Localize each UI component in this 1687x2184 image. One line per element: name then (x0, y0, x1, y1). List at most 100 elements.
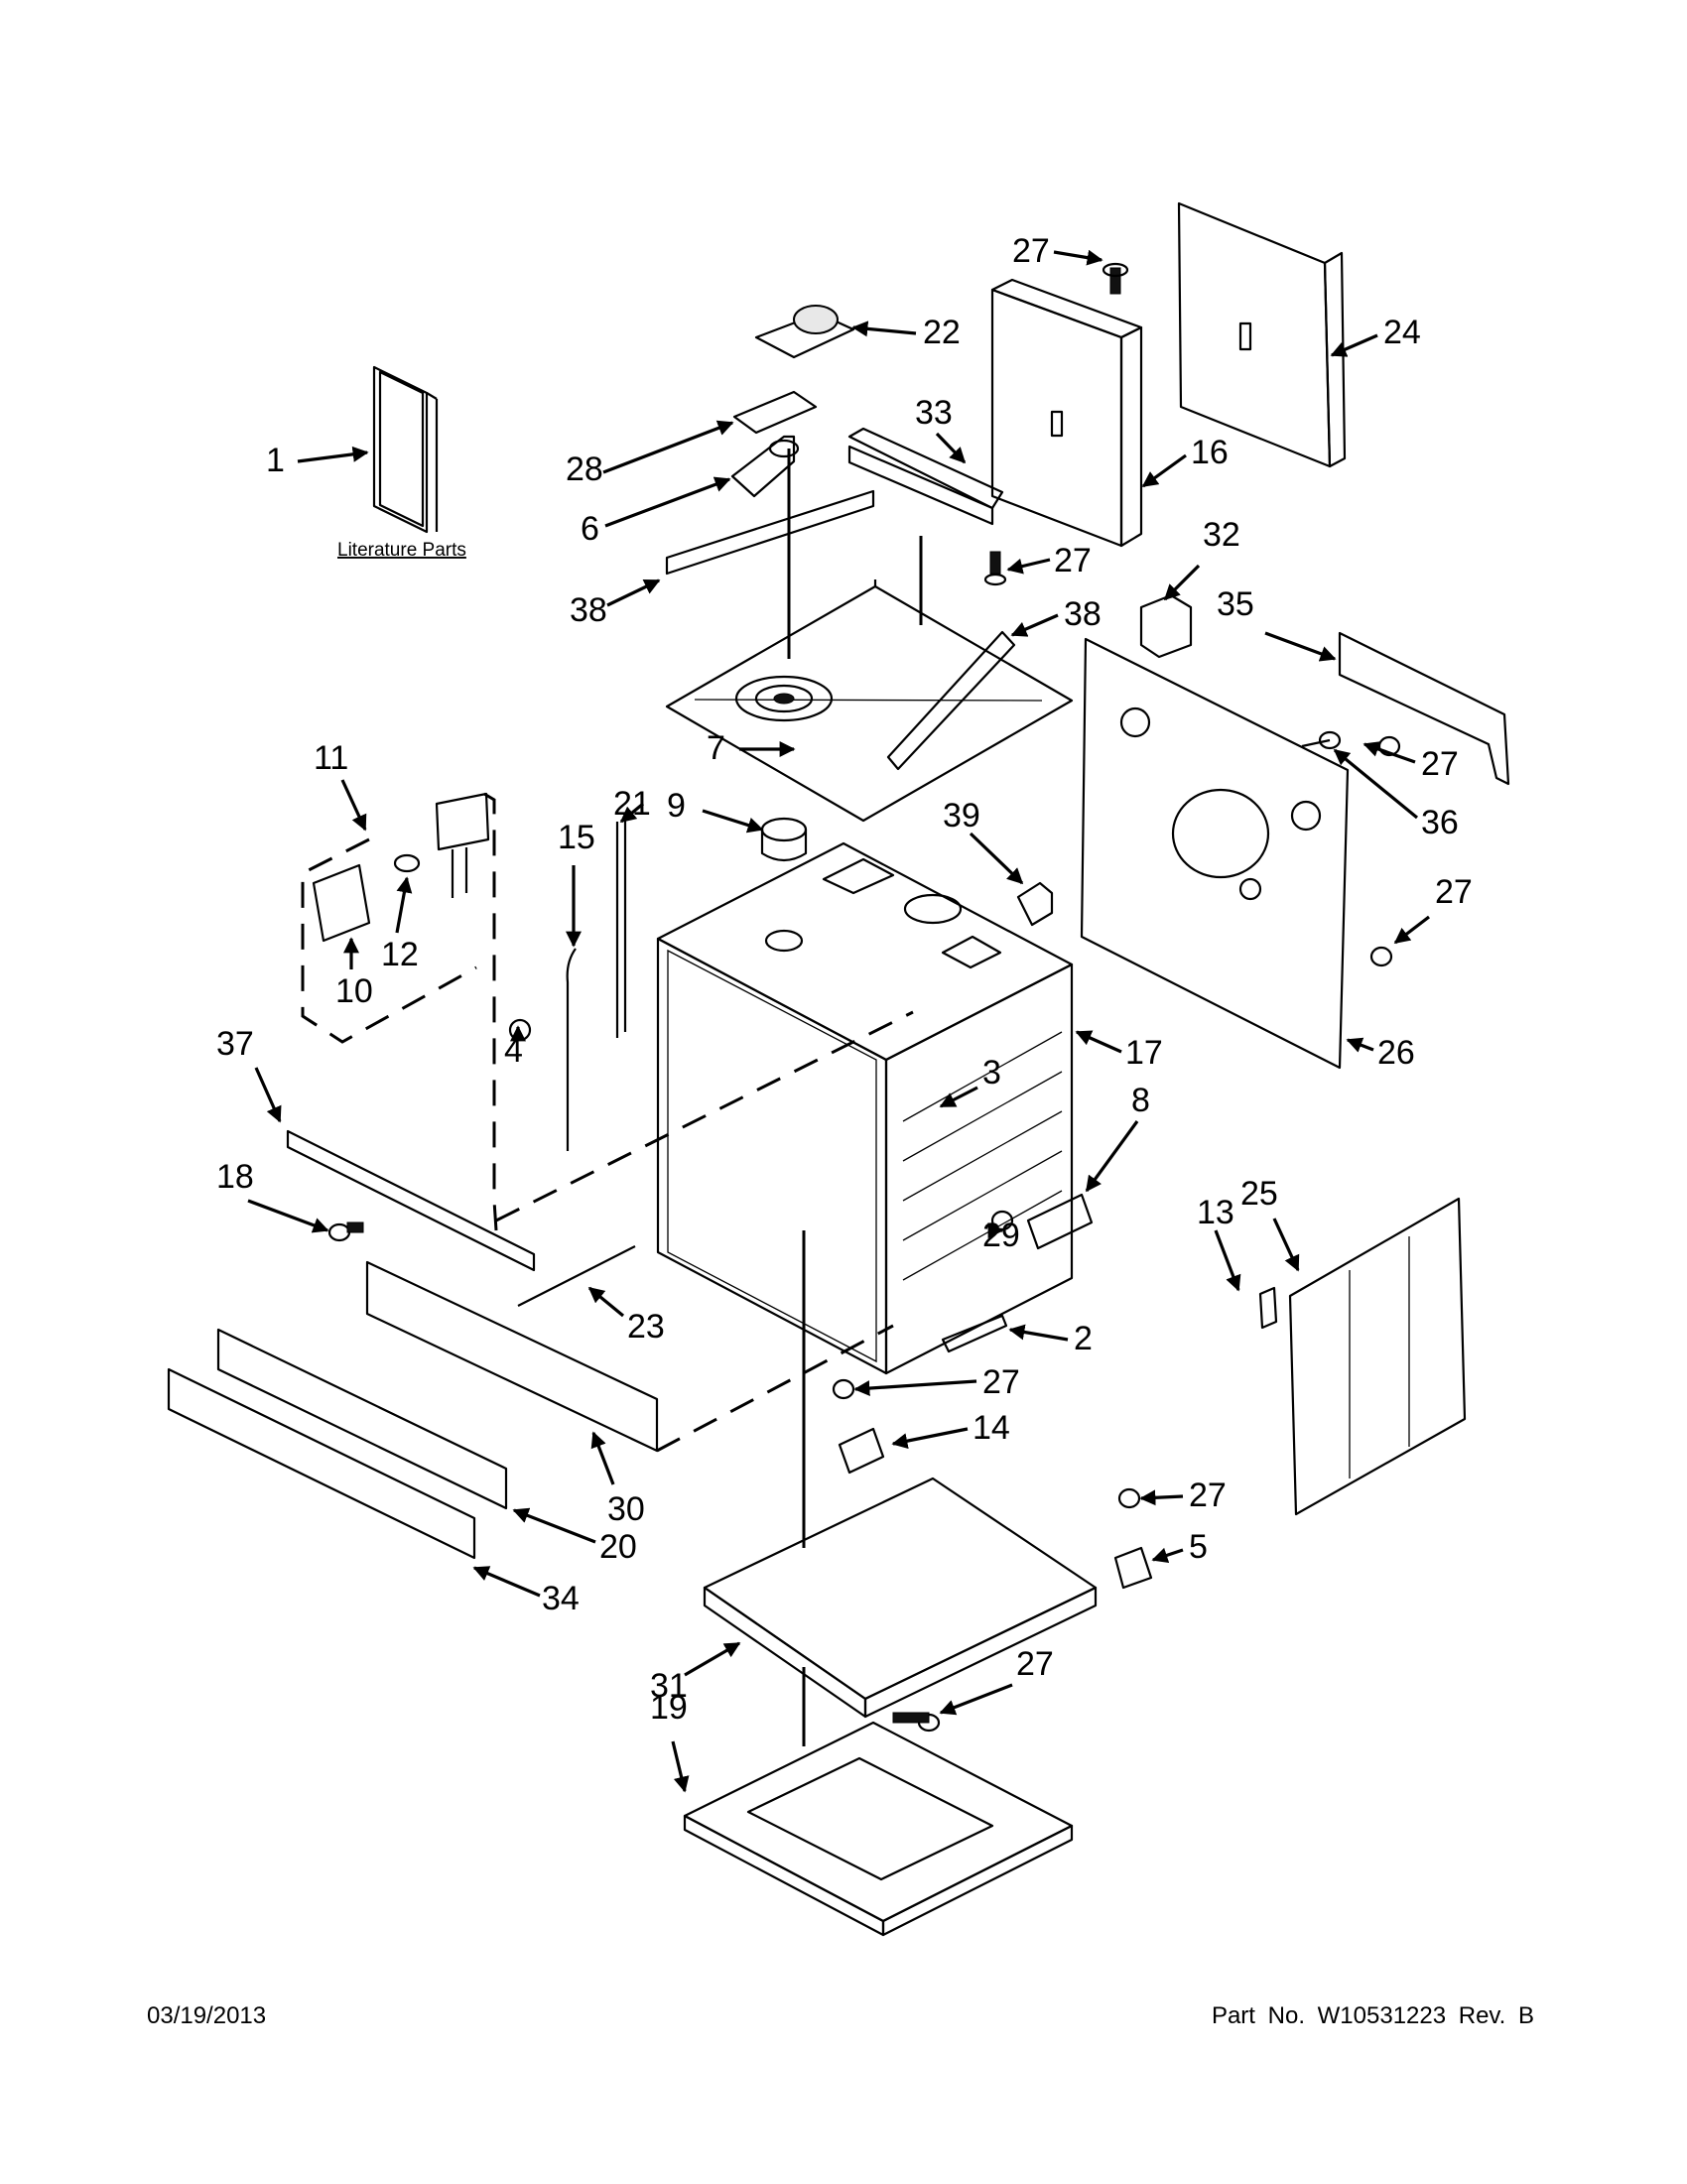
panel-34 (167, 1367, 476, 1560)
leader-arrow-8 (1085, 1120, 1139, 1193)
leader-arrow-27 (1053, 249, 1103, 266)
leader-arrow-31 (684, 1641, 741, 1677)
bottom-plate-31 (703, 1477, 1098, 1719)
callout-34: 34 (542, 1580, 580, 1617)
callout-labels: 1234567891011121314151617181920212223242… (216, 232, 1473, 1727)
rear-panel-24 (1177, 201, 1347, 468)
bottom-tray-19 (683, 1721, 1074, 1937)
leader-arrow-34 (472, 1566, 541, 1598)
leader-arrow-39 (969, 832, 1024, 885)
leader-lines (247, 249, 1430, 1793)
callout-27: 27 (1435, 873, 1473, 911)
callout-10: 10 (335, 972, 373, 1010)
part-36 (1301, 730, 1342, 750)
side-panel-25 (1288, 1197, 1467, 1516)
callout-37: 37 (216, 1025, 254, 1063)
leader-arrow-2 (1008, 1324, 1069, 1342)
strip-21 (615, 816, 627, 1038)
callout-7: 7 (707, 729, 725, 767)
callout-6: 6 (581, 510, 599, 548)
callout-16: 16 (1191, 434, 1229, 471)
dash-connector-bottom (495, 1010, 914, 1222)
leader-arrow-26 (1346, 1037, 1374, 1053)
leader-arrow-3 (939, 1086, 978, 1108)
leader-arrow-27 (939, 1683, 1013, 1716)
leader-arrow-1 (297, 446, 369, 463)
callout-4: 4 (504, 1032, 523, 1070)
wire-23 (517, 1245, 636, 1307)
callout-25: 25 (1240, 1175, 1278, 1213)
footer-date: 03/19/2013 (147, 2002, 267, 2029)
leader-arrow-38 (1010, 613, 1059, 637)
leader-arrow-35 (1264, 631, 1337, 662)
literature-booklet (372, 365, 439, 534)
light-assembly-group (301, 792, 498, 1231)
panel-20 (216, 1328, 508, 1510)
leader-arrow-19 (671, 1740, 690, 1793)
leader-arrow-27 (853, 1379, 977, 1397)
screw-27-mid (983, 551, 1007, 586)
leader-arrow-25 (1272, 1218, 1300, 1272)
screw-18 (327, 1221, 364, 1242)
leader-arrow-11 (340, 779, 367, 832)
part-39 (1016, 881, 1054, 927)
leader-arrow-21 (619, 802, 645, 824)
footer-part-number: Part No. W10531223 Rev. B (1211, 2002, 1534, 2029)
callout-8: 8 (1131, 1082, 1150, 1119)
leader-arrow-24 (1330, 333, 1378, 357)
oven-cavity (656, 841, 1074, 1375)
leader-arrow-16 (1141, 453, 1187, 488)
callout-9: 9 (667, 787, 686, 825)
bracket-2 (941, 1314, 1008, 1353)
leader-arrow-6 (604, 476, 731, 528)
top-plate (665, 579, 1074, 823)
leader-arrow-20 (512, 1507, 596, 1544)
callout-5: 5 (1189, 1528, 1208, 1566)
callout-12: 12 (381, 936, 419, 973)
callout-32: 32 (1203, 516, 1240, 554)
leader-arrow-9 (702, 809, 764, 834)
rail-left (665, 489, 875, 576)
bracket-28 (732, 390, 818, 435)
callout-11: 11 (314, 739, 348, 777)
bracket-35 (1338, 631, 1510, 786)
callout-27: 27 (1016, 1645, 1054, 1683)
callout-20: 20 (599, 1528, 637, 1566)
side-panel-16 (990, 278, 1143, 548)
leader-arrow-17 (1075, 1030, 1122, 1054)
rail-right (886, 630, 1016, 771)
fan-assembly-9 (760, 817, 808, 862)
screw-27-lower (832, 1378, 1141, 1509)
callout-39: 39 (943, 797, 980, 835)
callout-14: 14 (973, 1409, 1010, 1447)
leader-arrow-27 (1139, 1489, 1184, 1506)
callout-28: 28 (566, 450, 603, 488)
leader-arrow-30 (590, 1431, 615, 1485)
leader-arrow-33 (935, 432, 967, 464)
callout-18: 18 (216, 1158, 254, 1196)
callout-26: 26 (1377, 1034, 1415, 1072)
callout-24: 24 (1383, 314, 1421, 351)
callout-3: 3 (982, 1054, 1001, 1092)
callout-13: 13 (1197, 1194, 1234, 1231)
leader-arrow-27 (1006, 558, 1051, 575)
callout-35: 35 (1217, 585, 1254, 623)
callout-1: 1 (266, 442, 285, 479)
leader-arrow-22 (851, 321, 917, 337)
callout-36: 36 (1421, 804, 1459, 841)
leader-arrow-5 (1151, 1547, 1184, 1564)
callout-31: 31 (650, 1667, 688, 1705)
callout-22: 22 (923, 314, 961, 351)
callout-30: 30 (607, 1490, 645, 1528)
callout-15: 15 (558, 819, 595, 856)
leader-arrow-32 (1163, 564, 1201, 601)
callout-27: 27 (1012, 232, 1050, 270)
callout-29: 29 (982, 1217, 1020, 1254)
motor-assembly-22 (754, 305, 855, 359)
callout-2: 2 (1074, 1320, 1093, 1357)
leader-arrow-27 (1393, 915, 1430, 945)
leader-arrow-18 (247, 1199, 329, 1233)
channel-33 (847, 427, 1004, 526)
callout-38: 38 (1064, 595, 1102, 633)
